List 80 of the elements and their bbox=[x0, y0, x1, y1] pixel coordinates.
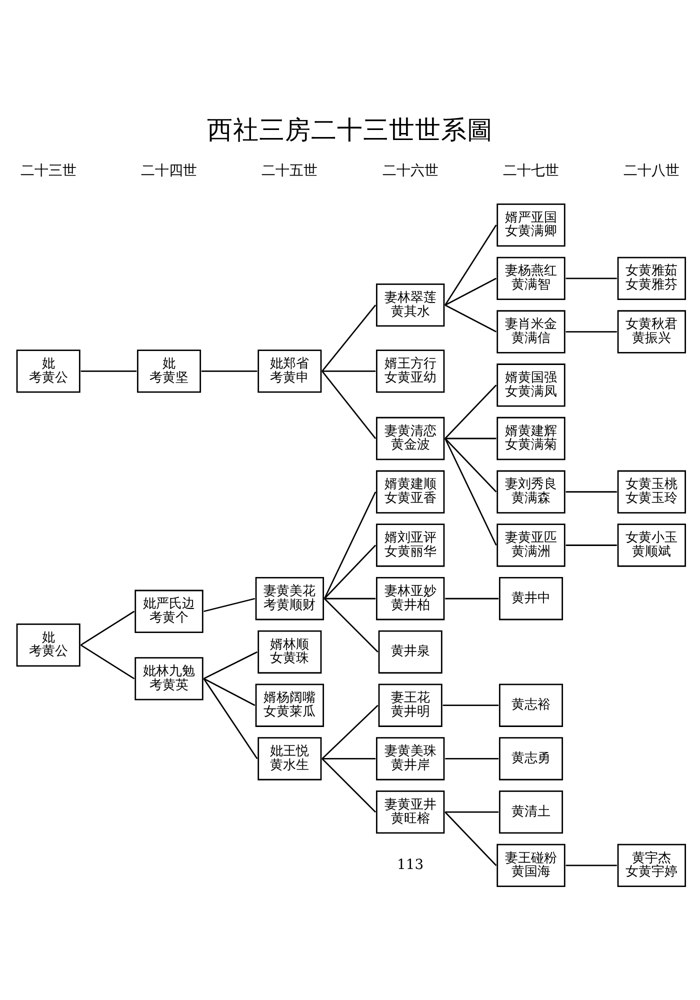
node-box: 婿杨阔嘴 女黄莱瓜 bbox=[255, 684, 324, 727]
label: 二十三世 bbox=[20, 163, 76, 180]
connector bbox=[322, 370, 376, 439]
connector bbox=[202, 370, 258, 372]
connector bbox=[444, 812, 497, 866]
label: 113 bbox=[397, 857, 424, 874]
node-box: 妣郑省 考黄申 bbox=[258, 350, 322, 393]
node-box: 妣王悦 黄水生 bbox=[258, 737, 322, 780]
node-box: 婿王方行 女黄亚幼 bbox=[376, 350, 445, 393]
connector bbox=[204, 651, 258, 680]
node-box: 妣 考黄公 bbox=[16, 623, 80, 667]
node-box: 妻刘秀良 黄满森 bbox=[496, 470, 566, 514]
node-box: 妻王花 黄井明 bbox=[378, 684, 442, 727]
connector bbox=[444, 438, 497, 546]
node-box: 妣林九勉 考黄英 bbox=[134, 657, 204, 700]
node-box: 妻肖米金 黄满信 bbox=[496, 310, 566, 354]
node-box: 婿刘亚评 女黄丽华 bbox=[376, 524, 445, 567]
connector bbox=[322, 758, 376, 760]
connector bbox=[204, 598, 256, 612]
connector bbox=[444, 438, 497, 492]
connector bbox=[566, 278, 617, 280]
node-box: 婿黄建辉 女黄满菊 bbox=[496, 416, 566, 460]
node-box: 妻黄亚井 黄旺榕 bbox=[376, 790, 445, 834]
node-box: 妣严氏边 考黄个 bbox=[134, 590, 204, 633]
connector bbox=[322, 704, 378, 760]
node-box: 女黄玉桃 女黄玉玲 bbox=[617, 470, 686, 514]
connector bbox=[203, 678, 258, 760]
node-box: 婿黄国强 女黄满凤 bbox=[496, 364, 566, 407]
node-box: 女黄秋君 黄振兴 bbox=[617, 310, 686, 354]
connector bbox=[566, 864, 617, 866]
node-box: 婿黄建顺 女黄亚香 bbox=[376, 470, 445, 514]
connector bbox=[445, 758, 498, 760]
node-box: 婿严亚国 女黄满卿 bbox=[496, 203, 566, 247]
label: 二十六世 bbox=[382, 163, 438, 180]
connector bbox=[445, 438, 496, 440]
node-box: 黄志勇 bbox=[498, 737, 564, 780]
node-box: 女黄小玉 黄顺斌 bbox=[617, 524, 686, 567]
node-box: 妣 考黄坚 bbox=[136, 350, 202, 393]
connector bbox=[566, 331, 617, 332]
node-box: 妻黄美花 考黄顺财 bbox=[255, 577, 324, 620]
node-box: 妻黄美珠 黄井岸 bbox=[376, 737, 445, 780]
connector bbox=[203, 678, 256, 706]
connector bbox=[322, 758, 376, 813]
connector bbox=[80, 370, 137, 372]
connector bbox=[444, 278, 497, 306]
label: 二十八世 bbox=[624, 163, 680, 180]
label: 二十七世 bbox=[502, 163, 559, 180]
node-box: 妻王碰粉 黄国海 bbox=[496, 844, 566, 888]
diagram-title: 西社三房二十三世世系圖 bbox=[207, 116, 493, 146]
node-box: 妻林翠莲 黄其水 bbox=[376, 284, 445, 327]
connector bbox=[80, 644, 135, 680]
connector bbox=[324, 544, 376, 600]
connector bbox=[324, 598, 378, 652]
connector bbox=[322, 304, 376, 372]
node-box: 妻黄亚匹 黄满洲 bbox=[496, 524, 566, 567]
node-box: 女黄雅茹 女黄雅芬 bbox=[617, 256, 686, 300]
node-box: 黄井泉 bbox=[378, 630, 442, 674]
connector bbox=[566, 544, 617, 546]
node-box: 妻黄清恋 黄金波 bbox=[376, 416, 445, 460]
label: 二十四世 bbox=[141, 163, 198, 180]
connector bbox=[445, 598, 498, 600]
label: 二十五世 bbox=[262, 163, 318, 180]
connector bbox=[444, 304, 497, 332]
connector bbox=[80, 610, 135, 646]
node-box: 妻林亚妙 黄井柏 bbox=[376, 577, 445, 620]
connector bbox=[445, 811, 498, 813]
node-box: 黄井中 bbox=[498, 577, 564, 620]
connector bbox=[324, 598, 376, 600]
node-box: 婿林顺 女黄珠 bbox=[258, 630, 322, 674]
connector bbox=[442, 704, 498, 706]
node-box: 黄清土 bbox=[498, 790, 564, 834]
connector bbox=[444, 224, 497, 306]
connector bbox=[324, 492, 376, 599]
node-box: 黄志裕 bbox=[498, 684, 564, 727]
node-box: 妻杨燕红 黄满智 bbox=[496, 256, 566, 300]
node-box: 黄宇杰 女黄宇婷 bbox=[617, 844, 686, 888]
connector bbox=[322, 370, 376, 372]
connector bbox=[566, 491, 617, 493]
node-box: 妣 考黄公 bbox=[16, 350, 80, 393]
connector bbox=[444, 384, 497, 439]
